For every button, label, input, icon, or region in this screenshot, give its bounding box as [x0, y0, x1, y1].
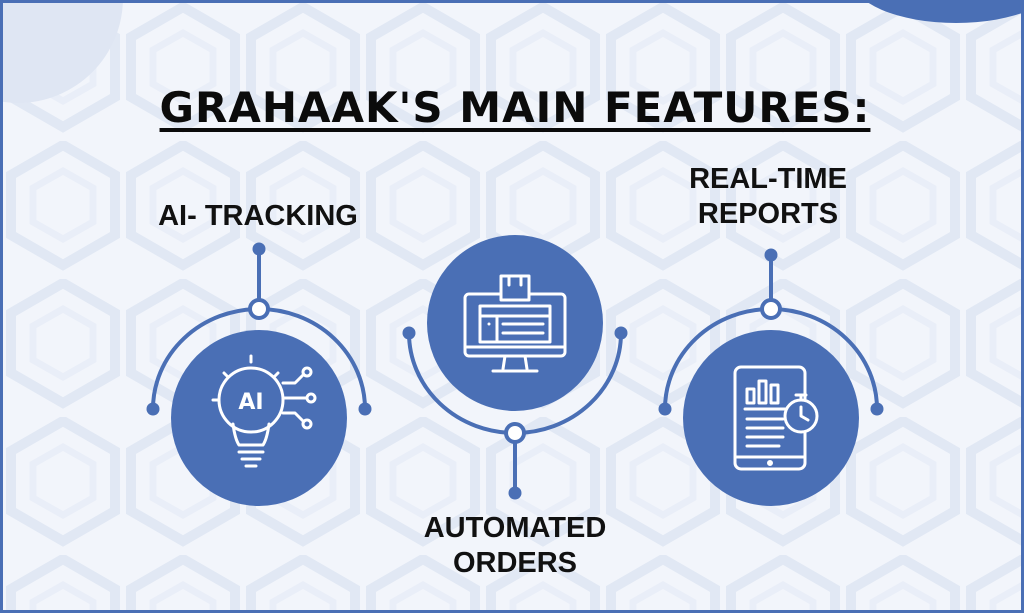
- page-title: GRAHAAK'S MAIN FEATURES:: [3, 83, 1021, 132]
- feature-label-ai-tracking: AI- TRACKING: [158, 200, 358, 232]
- label-line: AUTOMATED: [423, 512, 607, 544]
- features-diagram: AI: [146, 235, 884, 506]
- tablet-report-icon: [733, 365, 819, 471]
- computer-monitor-icon: [463, 274, 567, 373]
- label-line: REPORTS: [697, 198, 839, 230]
- arc-end-dot-left: [146, 402, 160, 416]
- connector-dot: [764, 248, 778, 262]
- arc-end-dot-left: [402, 326, 416, 340]
- connector-node: [248, 298, 270, 320]
- arc-end-dot-right: [870, 402, 884, 416]
- arc-end-dot-right: [358, 402, 372, 416]
- ai-lightbulb-icon: AI: [211, 354, 317, 468]
- arc-end-dot-right: [614, 326, 628, 340]
- feature-ai-tracking: AI: [146, 242, 372, 506]
- feature-automated-orders: [402, 235, 628, 500]
- connector-node: [504, 422, 526, 444]
- title-text: GRAHAAK'S MAIN FEATURES:: [159, 83, 871, 132]
- connector-node: [760, 298, 782, 320]
- label-line: ORDERS: [452, 547, 578, 579]
- arc-end-dot-left: [658, 402, 672, 416]
- feature-real-time-reports: [658, 248, 884, 506]
- label-line: REAL-TIME: [689, 163, 847, 195]
- connector-dot: [508, 486, 522, 500]
- ai-icon-text: AI: [238, 390, 263, 415]
- feature-circle: [171, 330, 347, 506]
- connector-dot: [252, 242, 266, 256]
